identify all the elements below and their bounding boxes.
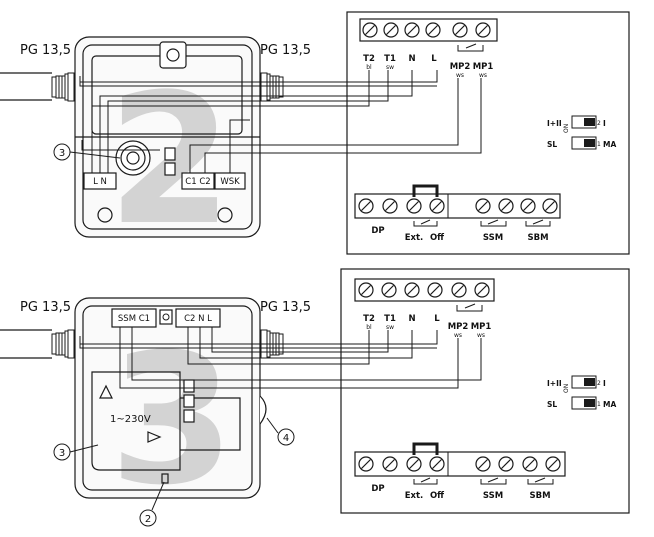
ssm-c1-terminal-label: SSM C1 bbox=[118, 314, 150, 324]
callout-2-bottom bbox=[139, 509, 157, 527]
pg-label-bottom-left: PG 13,5 bbox=[20, 300, 71, 315]
term-t1: T1 bbox=[384, 54, 396, 64]
term-t1-color: sw bbox=[386, 64, 394, 71]
callout-4-bottom-label: 4 bbox=[283, 433, 289, 444]
top-diagram: 2 L N C1 C2 WSK PG bbox=[0, 11, 630, 265]
term-dp-top: DP bbox=[371, 226, 384, 236]
main-terminal-block-bottom bbox=[354, 278, 495, 312]
term-mp2-color: ws bbox=[456, 72, 464, 79]
term-t2: T2 bbox=[363, 54, 375, 64]
pg-label-top-right: PG 13,5 bbox=[260, 43, 311, 58]
term-sbm-bottom: SBM bbox=[529, 491, 550, 501]
switch-label-i-ii: I+II bbox=[547, 119, 562, 128]
cable-gland-left-top bbox=[51, 72, 75, 102]
wires-top bbox=[79, 70, 482, 173]
controller-panel-bottom bbox=[340, 268, 630, 514]
pg-label-bottom-right: PG 13,5 bbox=[260, 300, 311, 315]
ln-terminal-label: L N bbox=[93, 177, 107, 187]
term-t1-color-bottom: sw bbox=[386, 324, 394, 331]
term-dp-bottom: DP bbox=[371, 484, 384, 494]
c2nl-terminal-box bbox=[175, 308, 221, 328]
switch-label-i: I bbox=[603, 119, 606, 128]
c2nl-terminal-label: C2 N L bbox=[184, 314, 212, 324]
term-off-top: Off bbox=[430, 233, 444, 243]
term-t2-color-bottom: bl bbox=[366, 324, 372, 331]
switch-label-sl-bottom: SL bbox=[547, 400, 557, 409]
term-mp2: MP2 bbox=[450, 62, 471, 72]
aux-terminal-block-top bbox=[354, 184, 561, 227]
term-ssm-bottom: SSM bbox=[483, 491, 503, 501]
cable-gland-right-top bbox=[260, 72, 284, 102]
switch-number-1-bottom: 1 bbox=[597, 401, 601, 408]
term-ext-top: Ext. bbox=[405, 233, 424, 243]
pump-housing-bottom bbox=[74, 297, 267, 499]
switch-label-ma: MA bbox=[603, 140, 616, 149]
term-sbm-top: SBM bbox=[527, 233, 548, 243]
bottom-diagram: 3 SSM C1 C2 N L 1~230V PG 13,5 bbox=[0, 268, 630, 527]
term-mp1: MP1 bbox=[473, 62, 494, 72]
pg-label-top-left: PG 13,5 bbox=[20, 43, 71, 58]
switch-label-i-ii-bottom: I+II bbox=[547, 379, 562, 388]
c1c2-terminal-box bbox=[181, 172, 215, 190]
term-n: N bbox=[408, 54, 415, 64]
term-mp1-color: ws bbox=[479, 72, 487, 79]
switch-label-on: ON bbox=[563, 124, 570, 133]
wsk-terminal-label: WSK bbox=[220, 177, 240, 187]
switch-number-1: 1 bbox=[597, 141, 601, 148]
cable-gland-left-bottom bbox=[51, 329, 75, 359]
term-mp2-color-bottom: ws bbox=[454, 332, 462, 339]
term-mp1-bottom: MP1 bbox=[471, 322, 492, 332]
dip-switches-top bbox=[571, 115, 597, 150]
dip-switches-bottom bbox=[571, 375, 597, 410]
term-off-bottom: Off bbox=[430, 491, 444, 501]
ssm-c1-terminal-box bbox=[111, 308, 157, 328]
callout-3-top-label: 3 bbox=[59, 148, 65, 159]
voltage-label: 1~230V bbox=[110, 414, 151, 425]
controller-panel-top bbox=[346, 11, 630, 255]
main-terminal-block-top bbox=[359, 18, 498, 52]
c1c2-terminal-label: C1 C2 bbox=[185, 177, 210, 187]
switch-label-sl: SL bbox=[547, 140, 557, 149]
wires-bottom bbox=[79, 327, 482, 389]
switch-number-2: 2 bbox=[597, 120, 601, 127]
aux-terminal-block-bottom bbox=[354, 442, 566, 485]
term-ext-bottom: Ext. bbox=[405, 491, 424, 501]
term-mp2-bottom: MP2 bbox=[448, 322, 469, 332]
term-mp1-color-bottom: ws bbox=[477, 332, 485, 339]
callout-2-bottom-label: 2 bbox=[145, 514, 151, 525]
term-t2-color: bl bbox=[366, 64, 372, 71]
term-n-bottom: N bbox=[408, 314, 415, 324]
pump-housing-top bbox=[74, 36, 261, 238]
switch-label-ma-bottom: MA bbox=[603, 400, 616, 409]
switch-label-on-bottom: ON bbox=[563, 384, 570, 393]
small-contact-box bbox=[159, 309, 173, 325]
switch-label-i-bottom: I bbox=[603, 379, 606, 388]
callout-3-bottom-label: 3 bbox=[59, 448, 65, 459]
term-t1-bottom: T1 bbox=[384, 314, 396, 324]
switch-number-2-bottom: 2 bbox=[597, 380, 601, 387]
term-t2-bottom: T2 bbox=[363, 314, 375, 324]
callout-4-bottom bbox=[277, 428, 295, 446]
term-ssm-top: SSM bbox=[483, 233, 503, 243]
term-l-bottom: L bbox=[434, 314, 440, 324]
term-l: L bbox=[431, 54, 437, 64]
